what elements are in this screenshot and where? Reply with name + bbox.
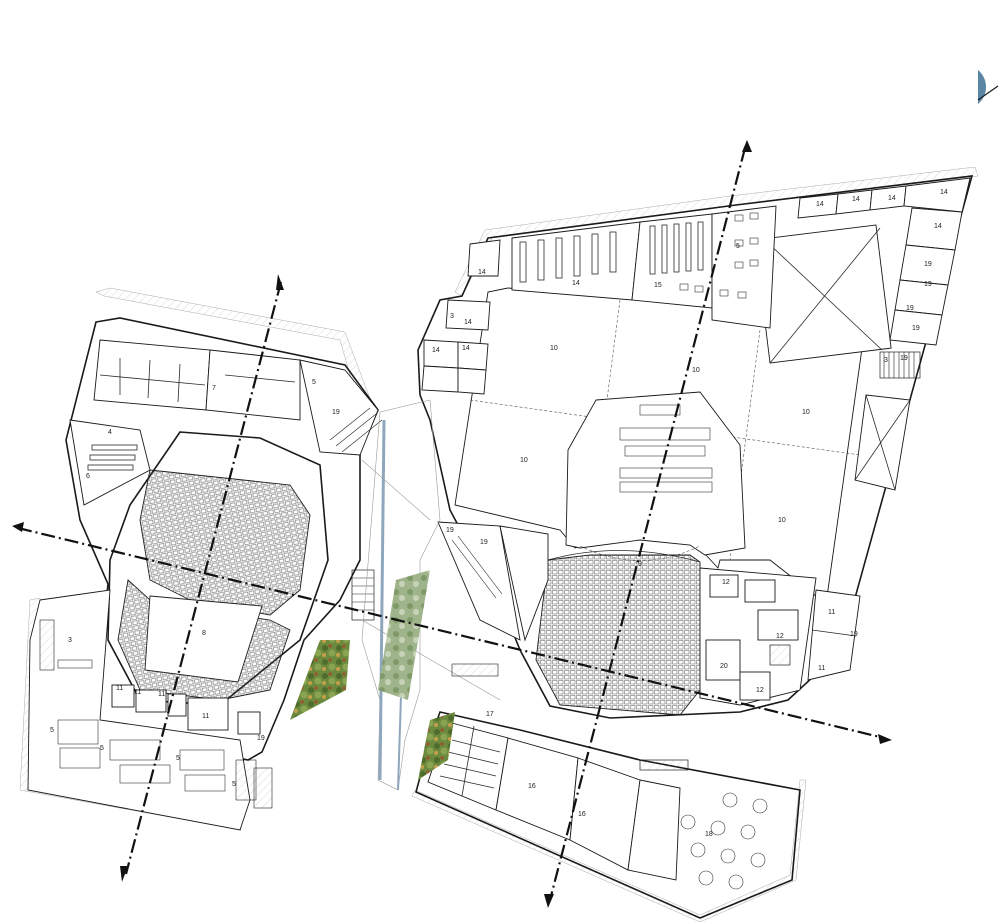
room-label: 14 xyxy=(940,189,948,196)
room-label: 19 xyxy=(257,735,265,742)
room-label: 16 xyxy=(578,811,586,818)
room-label: 14 xyxy=(572,280,580,287)
room-label: 14 xyxy=(888,195,896,202)
room-label: 11 xyxy=(134,689,141,696)
room-label: 9 xyxy=(638,561,642,568)
room-label: 5 xyxy=(312,379,316,386)
room-label: 10 xyxy=(778,517,786,524)
room-label: 14 xyxy=(852,196,860,203)
room-label: 8 xyxy=(202,630,206,637)
room-label: 5 xyxy=(176,755,180,762)
east-building xyxy=(417,175,974,719)
room-label: 7 xyxy=(212,385,216,392)
room-label: 19 xyxy=(924,281,932,288)
section-arrow-icon xyxy=(878,734,892,744)
room-label: 17 xyxy=(486,711,494,718)
room-label: 15 xyxy=(654,282,662,289)
room-label: 14 xyxy=(478,269,486,276)
room-label: 11 xyxy=(158,691,165,698)
room-label: 11 xyxy=(116,685,123,692)
room-label: 10 xyxy=(692,367,700,374)
section-arrow-icon xyxy=(276,274,284,290)
room-label: 14 xyxy=(464,319,472,326)
room-label: 10 xyxy=(802,409,810,416)
room-label: 19 xyxy=(906,305,914,312)
south-east-building xyxy=(415,711,801,919)
room-label: 3 xyxy=(884,357,888,364)
room-label: 14 xyxy=(816,201,824,208)
room-label: 5 xyxy=(50,727,54,734)
room-label: 4 xyxy=(108,429,112,436)
section-arrow-icon xyxy=(12,522,24,532)
room-label: 12 xyxy=(756,687,764,694)
room-label: 10 xyxy=(550,345,558,352)
section-arrow-icon xyxy=(544,894,554,908)
room-label: 16 xyxy=(528,783,536,790)
north-arrow-icon xyxy=(977,70,999,104)
room-label: 14 xyxy=(462,345,470,352)
room-label: 14 xyxy=(432,347,440,354)
room-label: 11 xyxy=(818,665,825,672)
room-label: 20 xyxy=(720,663,728,670)
room-label: 5 xyxy=(736,243,740,250)
section-arrow-icon xyxy=(742,140,752,152)
section-axes xyxy=(12,140,892,908)
room-label: 19 xyxy=(850,631,858,638)
room-label: 19 xyxy=(332,409,340,416)
room-label: 12 xyxy=(776,633,784,640)
room-label: 19 xyxy=(480,539,488,546)
room-label: 5 xyxy=(100,745,104,752)
room-labels: 14 14 14 14 14 14 14 14 14 14 19 19 19 1… xyxy=(50,189,948,838)
atrium xyxy=(290,399,501,791)
room-label: 5 xyxy=(232,781,236,788)
room-label: 19 xyxy=(446,527,454,534)
room-label: 11 xyxy=(202,713,209,720)
room-label: 3 xyxy=(450,313,454,320)
room-label: 6 xyxy=(86,473,90,480)
room-label: 19 xyxy=(900,355,908,362)
room-label: 19 xyxy=(924,261,932,268)
room-label: 3 xyxy=(68,637,72,644)
room-label: 19 xyxy=(912,325,920,332)
section-arrow-icon xyxy=(120,866,128,882)
west-building xyxy=(27,317,383,831)
room-label: 11 xyxy=(828,609,835,616)
room-label: 10 xyxy=(520,457,528,464)
room-label: 18 xyxy=(705,831,713,838)
room-label: 12 xyxy=(722,579,730,586)
room-label: 14 xyxy=(934,223,942,230)
